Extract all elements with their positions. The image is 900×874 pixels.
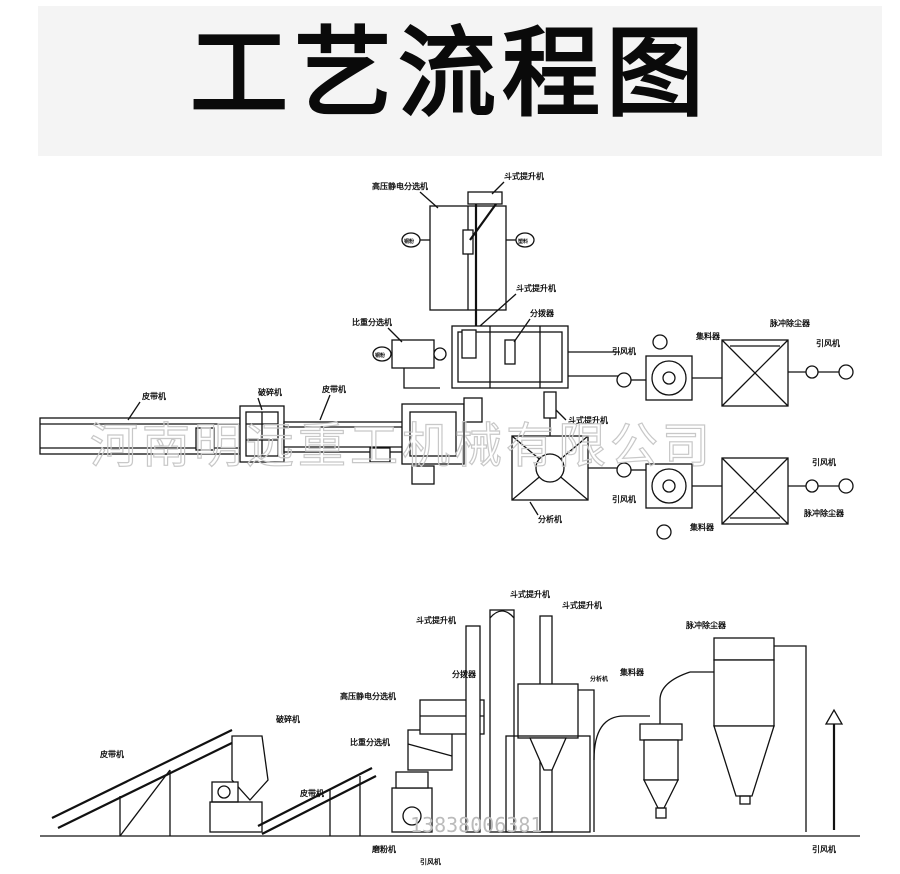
label-analyzer-side: 分析机 — [590, 675, 608, 683]
dust-collector-plan-1 — [721, 339, 854, 407]
distributor-side — [505, 683, 595, 833]
crusher-plan — [239, 405, 285, 463]
label-fan-side-2: 引风机 — [420, 857, 441, 866]
dust-collector-plan-2 — [721, 457, 854, 525]
central-frame-plan — [451, 325, 620, 389]
label-belt-1: 皮带机 — [141, 391, 166, 401]
title-band — [38, 6, 882, 156]
plan-view: 皮带机 破碎机 皮带机 — [39, 171, 854, 540]
label-distributor: 分拨器 — [530, 308, 555, 318]
label-copper-out: 铜粉 — [375, 352, 386, 359]
label-hv-separator: 高压静电分选机 — [372, 181, 428, 191]
svg-text:塑料: 塑料 — [518, 238, 528, 245]
belt-conveyor-side-1 — [51, 729, 239, 837]
label-fan-4: 引风机 — [812, 457, 836, 467]
label-collector-1: 集料器 — [695, 331, 721, 341]
dust-collector-side — [690, 637, 844, 832]
label-mill: 磨粉机 — [371, 844, 396, 854]
label-collector-side: 集料器 — [619, 667, 645, 677]
label-bucket-elevator-2: 斗式提升机 — [516, 283, 556, 293]
gravity-separator-plan — [372, 339, 447, 389]
collector-plan-1 — [645, 334, 722, 401]
label-analyzer: 分析机 — [538, 514, 562, 524]
label-bucket-elevator-3: 斗式提升机 — [568, 415, 608, 425]
svg-text:铜粉: 铜粉 — [404, 238, 415, 245]
fan-plan-1 — [616, 372, 646, 388]
belt-conveyor-side-2 — [257, 767, 377, 836]
label-elevator-side-b: 斗式提升机 — [416, 615, 456, 625]
fan-plan-2 — [616, 462, 646, 478]
hv-separator-plan: 铜粉 塑料 — [401, 205, 535, 311]
elevation-view: 皮带机 破碎机 皮带机 磨粉机 — [40, 589, 860, 866]
label-crusher: 破碎机 — [258, 387, 282, 397]
belt-conveyor-plan-2 — [283, 421, 405, 463]
label-gravity-separator: 比重分选机 — [352, 317, 392, 327]
page-title: 工艺流程图 — [189, 17, 710, 131]
label-gravity-side: 比重分选机 — [350, 737, 390, 747]
label-elevator-side-a: 斗式提升机 — [510, 589, 550, 599]
bucket-elevator-plan-3 — [543, 391, 557, 436]
watermark-text: 河南明远重工机械有限公司 — [90, 418, 714, 474]
watermark-phone: 13838006381 — [410, 813, 542, 837]
crusher-side — [209, 735, 269, 833]
cyclone-collector-side — [593, 671, 691, 819]
label-dust-1: 脉冲除尘器 — [769, 318, 811, 328]
label-belt-side-2: 皮带机 — [299, 788, 324, 798]
label-hv-side: 高压静电分选机 — [340, 691, 396, 701]
label-crusher-side: 破碎机 — [276, 714, 300, 724]
label-bucket-elevator-1: 斗式提升机 — [504, 171, 544, 181]
belt-conveyor-plan — [39, 417, 241, 455]
mill-plan — [401, 397, 483, 485]
collector-plan-2 — [645, 463, 722, 540]
label-collector-2: 集料器 — [689, 522, 715, 532]
bucket-elevator-side-a — [465, 609, 515, 833]
label-fan-3: 引风机 — [816, 338, 840, 348]
label-dust-side: 脉冲除尘器 — [685, 620, 727, 630]
label-elevator-side-c: 斗式提升机 — [562, 600, 602, 610]
bucket-elevator-plan — [467, 191, 503, 340]
label-belt-2: 皮带机 — [321, 384, 346, 394]
label-fan-side: 引风机 — [812, 844, 836, 854]
label-dust-2: 脉冲除尘器 — [803, 508, 845, 518]
label-fan-1: 引风机 — [612, 346, 636, 356]
analyzer-plan — [511, 435, 620, 501]
mill-side — [391, 771, 433, 833]
label-distributor-side: 分拨器 — [452, 669, 477, 679]
label-belt-side-1: 皮带机 — [99, 749, 124, 759]
label-fan-2: 引风机 — [612, 494, 636, 504]
